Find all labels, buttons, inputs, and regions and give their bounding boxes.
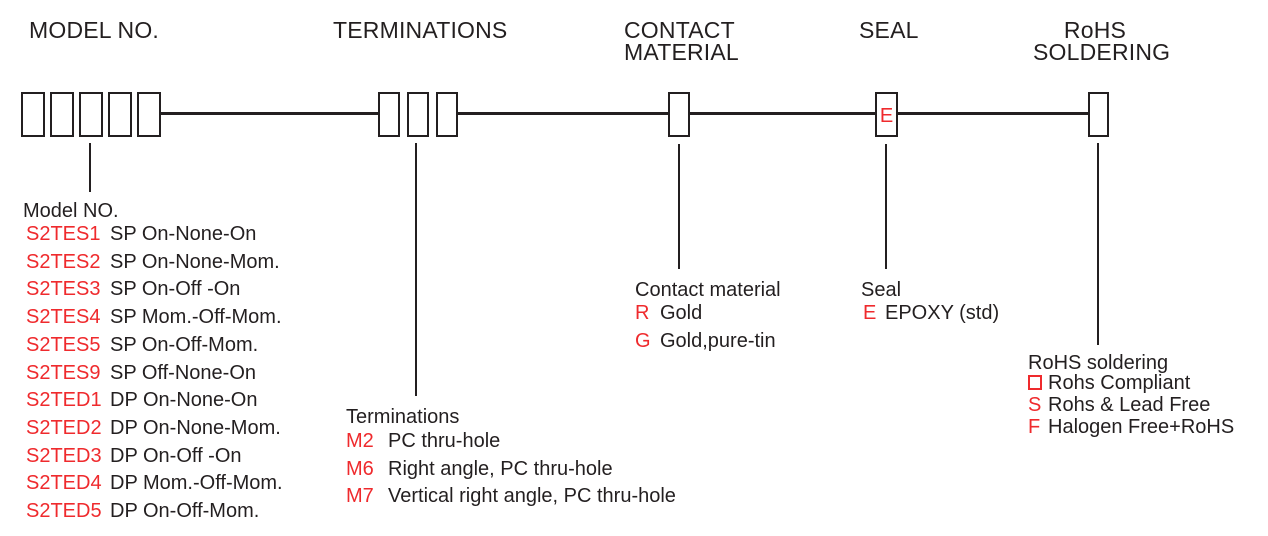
seal-desc: EPOXY (std) <box>885 302 1000 324</box>
list-item: M7 Vertical right angle, PC thru-hole <box>346 483 676 511</box>
termination-code: M7 <box>346 485 374 508</box>
list-item: S2TED3 DP On-Off -On <box>26 443 283 471</box>
model-code: S2TES5 <box>26 333 101 356</box>
contact-code: G <box>635 330 651 352</box>
contact-material-list: R Gold G Gold,pure-tin <box>635 299 776 355</box>
connector-line-model-terminations <box>160 112 378 115</box>
column-header-contact-material: CONTACT MATERIAL <box>624 17 739 65</box>
seal-code-box: E <box>875 92 898 137</box>
list-item: S2TES4 SP Mom.-Off-Mom. <box>26 304 283 332</box>
list-item: G Gold,pure-tin <box>635 327 776 355</box>
model-section-label: Model NO. <box>23 200 119 222</box>
model-desc: SP Mom.-Off-Mom. <box>110 306 282 329</box>
terminations-list: M2 PC thru-hole M6 Right angle, PC thru-ho… <box>346 428 676 511</box>
model-code-box-4 <box>108 92 132 137</box>
list-item: Rohs Compliant <box>1028 372 1234 395</box>
seal-code: E <box>863 302 877 324</box>
list-item: E EPOXY (std) <box>863 299 999 327</box>
model-code: S2TES3 <box>26 278 101 301</box>
contact-desc: Gold <box>660 302 703 324</box>
termination-desc: Vertical right angle, PC thru-hole <box>388 485 676 508</box>
termination-desc: Right angle, PC thru-hole <box>388 457 613 480</box>
rohs-section-label: RoHS soldering <box>1028 352 1169 374</box>
list-item: R Gold <box>635 299 776 327</box>
model-code-box-2 <box>50 92 74 137</box>
contact-material-code-box <box>668 92 690 137</box>
drop-line-seal <box>885 144 887 269</box>
model-code: S2TES2 <box>26 250 101 273</box>
model-desc: SP On-None-Mom. <box>110 250 280 273</box>
seal-list: E EPOXY (std) <box>863 299 999 327</box>
rohs-code: F <box>1028 415 1041 438</box>
list-item: S Rohs & Lead Free <box>1028 393 1234 417</box>
rohs-desc: Rohs & Lead Free <box>1048 393 1211 416</box>
rohs-list: Rohs Compliant S Rohs & Lead Free F Haloge… <box>1028 372 1235 439</box>
drop-line-terminations <box>415 143 417 396</box>
column-header-model-no: MODEL NO. <box>29 17 160 43</box>
termination-code: M2 <box>346 430 374 452</box>
drop-line-rohs <box>1097 143 1099 345</box>
model-code: S2TED4 <box>26 472 102 495</box>
model-desc: DP On-Off -On <box>110 444 242 467</box>
model-code: S2TES1 <box>26 223 101 245</box>
list-item: S2TES3 SP On-Off -On <box>26 276 283 304</box>
list-item: S2TED5 DP On-Off-Mom. <box>26 498 283 526</box>
model-desc: SP On-Off-Mom. <box>110 333 259 356</box>
model-desc: SP Off-None-On <box>110 361 256 384</box>
model-code-box-3 <box>79 92 103 137</box>
contact-section-label: Contact material <box>635 279 781 301</box>
rohs-desc: Rohs Compliant <box>1048 372 1191 394</box>
rohs-desc: Halogen Free+RoHS <box>1048 415 1235 438</box>
model-code: S2TED3 <box>26 444 102 467</box>
column-header-rohs-soldering: RoHS SOLDERING <box>1033 17 1171 65</box>
model-desc: DP On-None-Mom. <box>110 416 281 439</box>
list-item: S2TED2 DP On-None-Mom. <box>26 415 283 443</box>
drop-line-model <box>89 143 91 192</box>
list-item: M2 PC thru-hole <box>346 428 676 456</box>
model-code: S2TED5 <box>26 500 102 523</box>
model-list: S2TES1 SP On-None-On S2TES2 SP On-None-Mom… <box>26 221 283 526</box>
seal-section-label: Seal <box>861 279 902 301</box>
model-desc: DP On-Off-Mom. <box>110 500 260 523</box>
model-code: S2TED2 <box>26 416 102 439</box>
contact-desc: Gold,pure-tin <box>660 330 776 352</box>
rohs-code: S <box>1028 393 1042 416</box>
column-header-seal: SEAL <box>859 17 919 43</box>
drop-line-contact-material <box>678 144 680 269</box>
rohs-code <box>1028 373 1048 395</box>
list-item: S2TES2 SP On-None-Mom. <box>26 249 283 277</box>
termination-code-box-1 <box>378 92 400 137</box>
model-desc: SP On-None-On <box>110 223 257 245</box>
model-desc: SP On-Off -On <box>110 278 241 301</box>
seal-code-letter: E <box>879 105 894 127</box>
termination-desc: PC thru-hole <box>388 430 501 452</box>
rohs-code-box <box>1088 92 1109 137</box>
list-item: F Halogen Free+RoHS <box>1028 415 1235 439</box>
list-item: S2TES1 SP On-None-On <box>26 221 283 249</box>
termination-code: M6 <box>346 457 374 480</box>
list-item: S2TES9 SP Off-None-On <box>26 360 283 388</box>
list-item: M6 Right angle, PC thru-hole <box>346 456 676 484</box>
model-desc: DP Mom.-Off-Mom. <box>110 472 283 495</box>
connector-line-contact-seal <box>689 112 875 115</box>
model-code-box-1 <box>21 92 45 137</box>
termination-code-box-3 <box>436 92 458 137</box>
connector-line-terminations-contact <box>457 112 668 115</box>
model-desc: DP On-None-On <box>110 389 258 412</box>
contact-code: R <box>635 302 650 324</box>
column-header-terminations: TERMINATIONS <box>333 17 508 43</box>
list-item: S2TED1 DP On-None-On <box>26 387 283 415</box>
termination-code-box-2 <box>407 92 429 137</box>
list-item: S2TES5 SP On-Off-Mom. <box>26 332 283 360</box>
connector-line-seal-rohs <box>897 112 1088 115</box>
terminations-section-label: Terminations <box>346 406 460 428</box>
square-outline-icon <box>1028 375 1042 390</box>
list-item: S2TED4 DP Mom.-Off-Mom. <box>26 470 283 498</box>
model-code: S2TES9 <box>26 361 101 384</box>
model-code: S2TED1 <box>26 389 102 412</box>
model-code: S2TES4 <box>26 306 101 329</box>
model-code-box-5 <box>137 92 161 137</box>
